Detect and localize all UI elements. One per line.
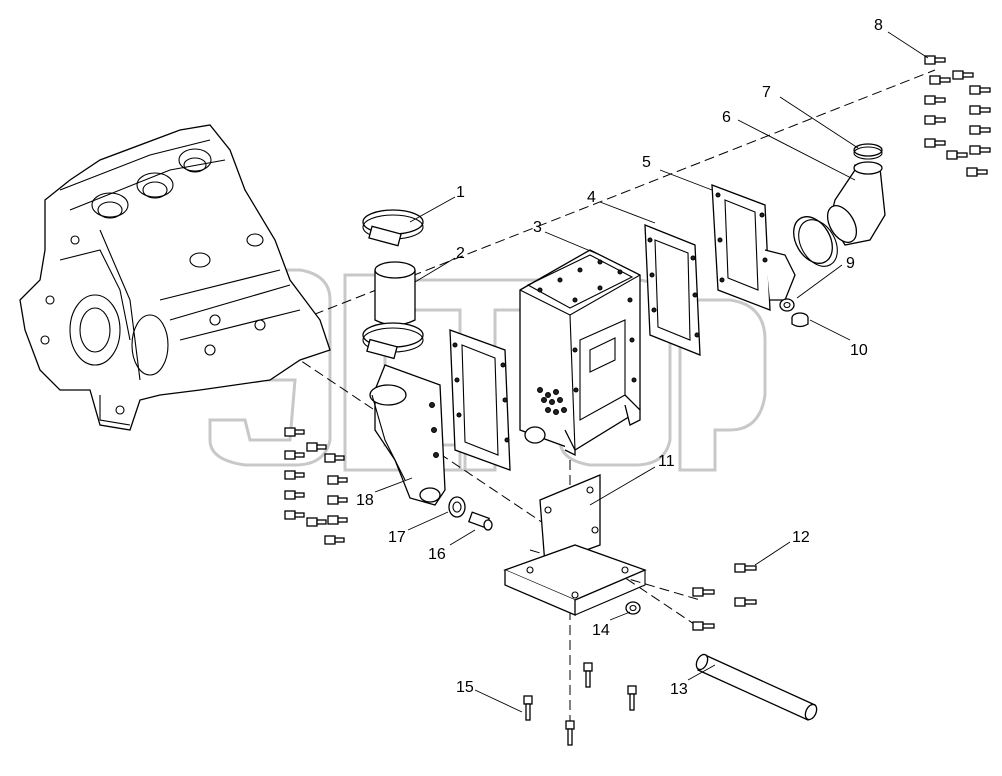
outlet-elbow [826,161,886,246]
callout-1: 1 [456,184,465,201]
heat-exchanger-body [519,249,641,457]
callout-16: 16 [428,546,446,563]
callout-11: 11 [658,453,675,470]
gasket-right [644,224,701,356]
gasket-left [449,329,511,471]
callout-5: 5 [642,154,651,171]
small-clamp [853,143,883,160]
bracket-washer [625,601,641,615]
callout-labels: 1 2 3 4 5 6 7 8 9 10 11 12 13 14 15 16 1… [356,17,883,698]
callout-14: 14 [592,622,610,639]
callout-6: 6 [722,109,731,126]
callout-4: 4 [587,189,596,206]
pipe-fitting [467,511,493,531]
drain-plug [791,312,809,328]
drain-pipe [695,653,818,721]
sealing-washer [779,298,795,312]
bolt-set-housing [284,427,348,545]
hose-clamp-upper [362,209,424,247]
rubber-sleeve [374,261,416,326]
engine-block [19,124,331,431]
callout-13: 13 [670,681,688,698]
union-nut [448,496,466,518]
callout-2: 2 [456,245,465,262]
callout-15: 15 [456,679,474,696]
bolt-set-bracket [692,563,757,631]
bolt-set-vertical [523,662,637,746]
bolt-set-cover [924,55,991,177]
callout-18: 18 [356,492,374,509]
callout-17: 17 [388,529,406,546]
leader-lines [374,31,929,713]
callout-9: 9 [846,255,855,272]
callout-7: 7 [762,84,771,101]
inlet-elbow-housing [369,364,446,506]
end-cover-plate [711,184,796,311]
callout-10: 10 [850,342,868,359]
callout-12: 12 [792,529,810,546]
hose-clamp-lower [362,322,424,360]
callout-3: 3 [533,219,542,236]
callout-8: 8 [874,17,883,34]
mounting-bracket [503,474,647,616]
outlet-hose-clamp [793,216,838,267]
